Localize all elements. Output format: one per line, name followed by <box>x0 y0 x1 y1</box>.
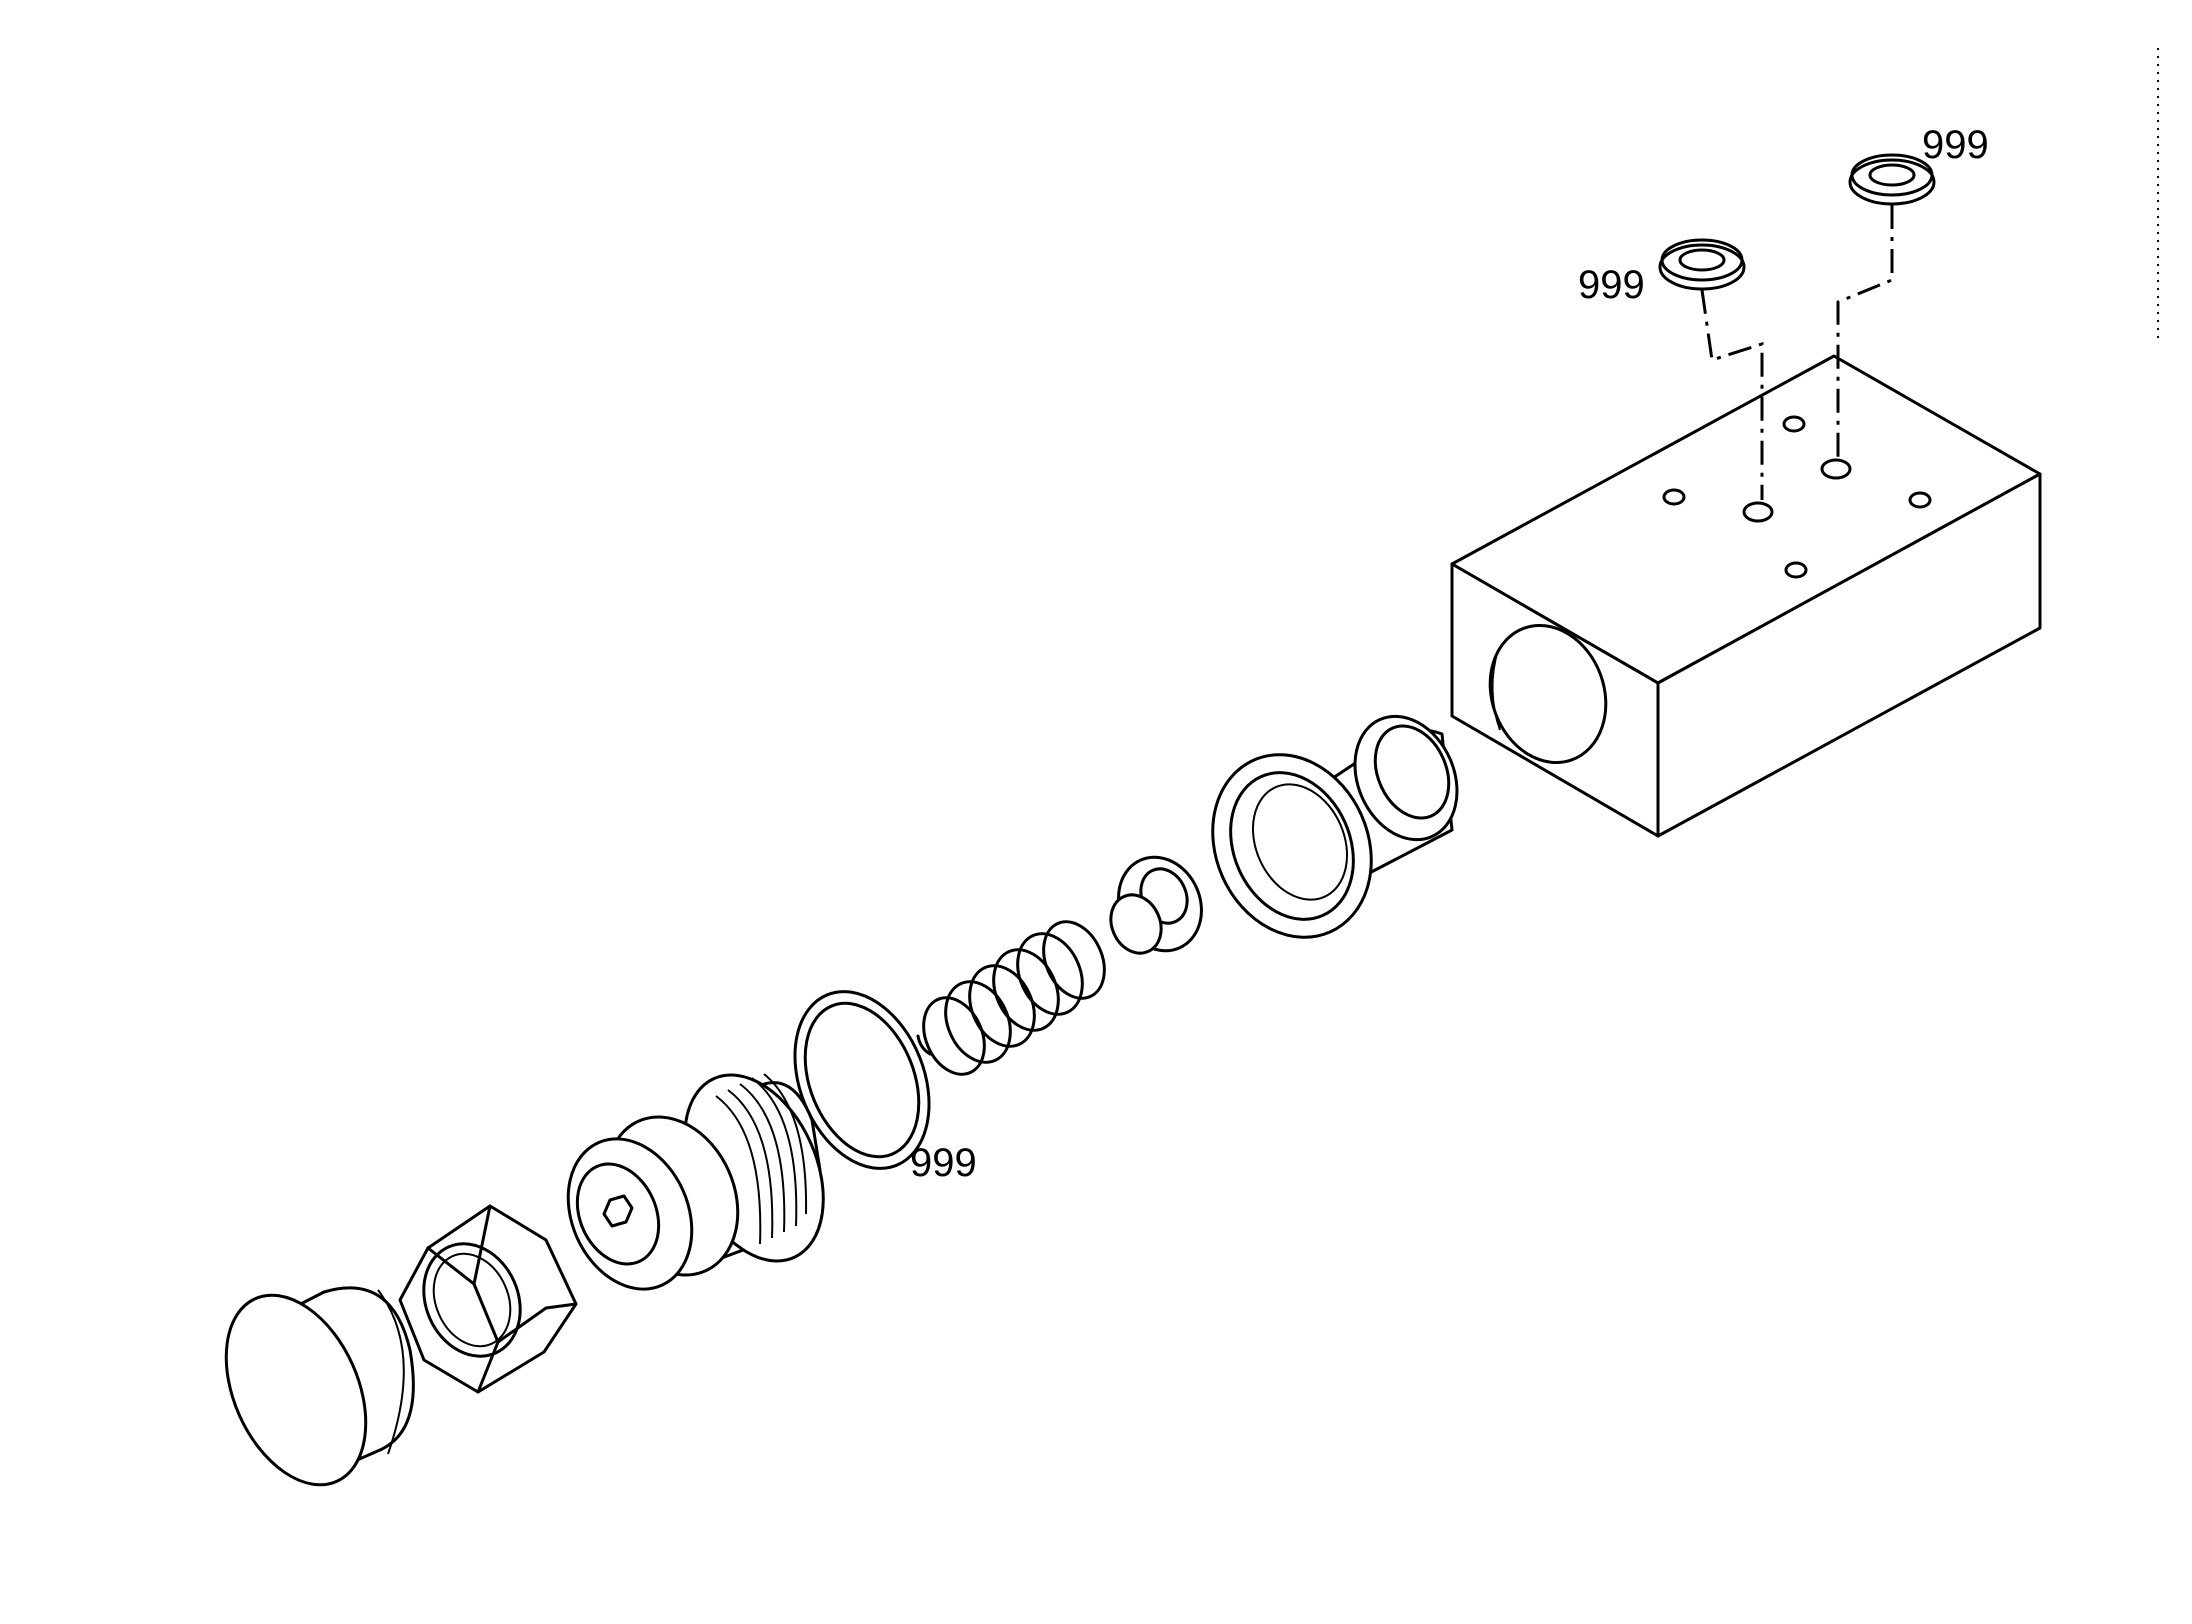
end-cap <box>224 1286 415 1487</box>
compression-spring <box>916 920 1106 1076</box>
hex-lock-nut <box>398 1204 578 1394</box>
block-port-holes <box>1662 415 1932 579</box>
seal-ring-top-right <box>1848 153 1936 206</box>
callout-label-o-ring: 999 <box>910 1141 977 1185</box>
poppet <box>1109 855 1203 955</box>
valve-seat-sleeve <box>1211 714 1459 939</box>
callout-label-top-right: 999 <box>1922 123 1989 167</box>
assembly-line-right-seal <box>1836 205 1894 458</box>
threaded-adjusting-screw <box>566 1073 825 1291</box>
assembly-line-left-seal <box>1700 289 1764 500</box>
seal-ring-top-left <box>1658 238 1746 291</box>
callout-label-top-left: 999 <box>1578 263 1645 307</box>
valve-body-block <box>1450 354 2042 838</box>
